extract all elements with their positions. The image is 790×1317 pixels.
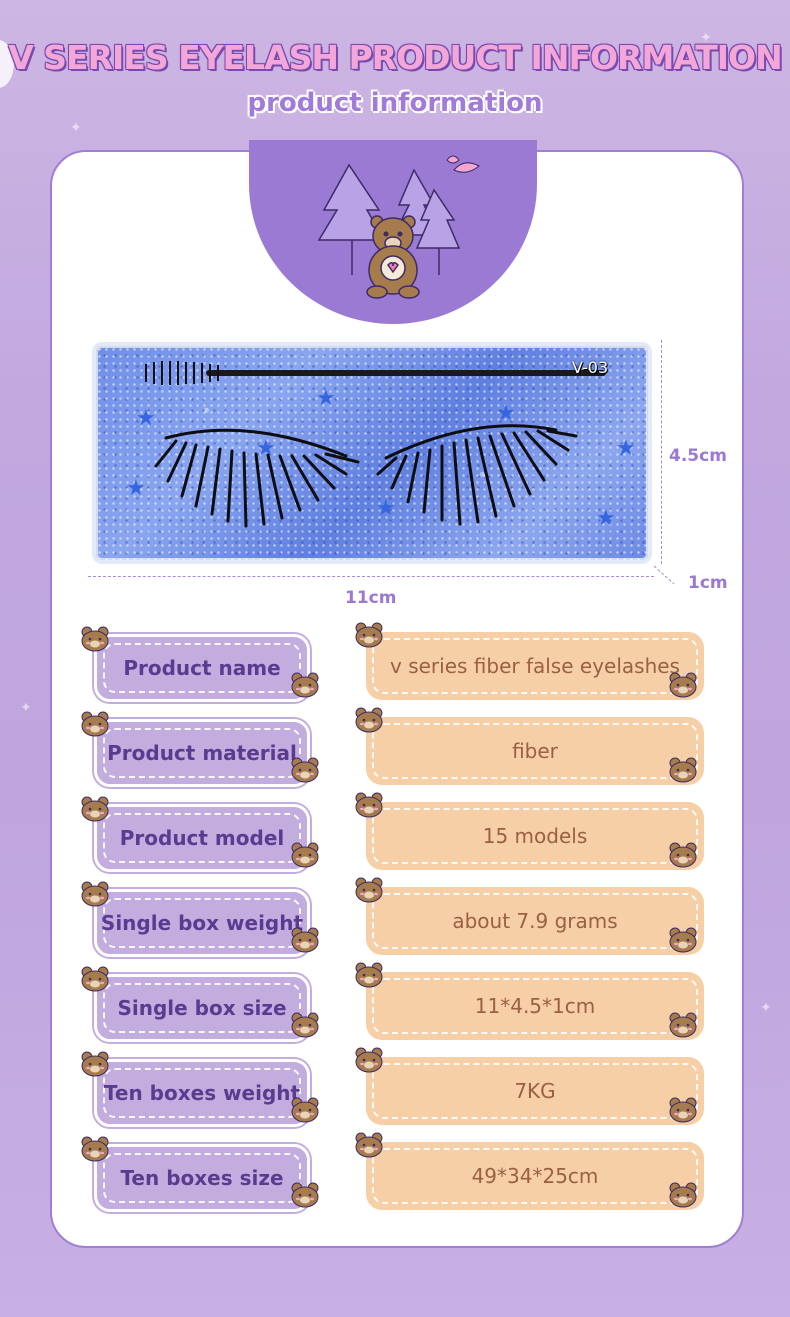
bear-icon xyxy=(668,1097,698,1123)
spec-label-pill: Ten boxes size xyxy=(94,1144,310,1212)
spec-value: v series fiber false eyelashes xyxy=(390,654,680,678)
bear-icon xyxy=(290,927,320,953)
spec-row: Single box size 11*4.5*1cm xyxy=(0,962,790,1044)
bear-icon xyxy=(80,881,110,907)
bear-icon xyxy=(354,1132,384,1158)
spec-value: 7KG xyxy=(514,1079,556,1103)
bear-icon xyxy=(668,757,698,783)
spec-value-pill: 15 models xyxy=(366,802,704,870)
spec-value-pill: 11*4.5*1cm xyxy=(366,972,704,1040)
bear-icon xyxy=(290,1182,320,1208)
spec-label-pill: Single box weight xyxy=(94,889,310,957)
height-label: 4.5cm xyxy=(669,446,727,466)
bear-icon xyxy=(354,622,384,648)
spec-label: Ten boxes size xyxy=(120,1166,284,1190)
spec-row: Product model 15 models xyxy=(0,792,790,874)
spec-label: Ten boxes weight xyxy=(103,1081,301,1105)
depth-label: 1cm xyxy=(688,573,728,593)
sparkle-icon: ✦ xyxy=(700,30,712,46)
spec-value-pill: v series fiber false eyelashes xyxy=(366,632,704,700)
spec-label: Product material xyxy=(107,741,297,765)
spec-label-pill: Product model xyxy=(94,804,310,872)
bear-icon xyxy=(668,1012,698,1038)
width-dimension-line xyxy=(88,576,654,577)
spec-label: Single box size xyxy=(117,996,287,1020)
bear-icon xyxy=(354,707,384,733)
bear-icon xyxy=(354,792,384,818)
spec-value: 49*34*25cm xyxy=(471,1164,599,1188)
star-icon: ★ xyxy=(376,496,396,521)
bear-icon xyxy=(80,1051,110,1077)
spec-label: Single box weight xyxy=(100,911,304,935)
star-icon: ★ xyxy=(256,436,276,461)
star-icon: ★ xyxy=(316,386,336,411)
spec-label: Product model xyxy=(119,826,285,850)
spec-row: Product name v series fiber false eyelash… xyxy=(0,622,790,704)
bear-icon xyxy=(668,927,698,953)
star-icon: ★ xyxy=(616,436,636,461)
moon-decoration xyxy=(0,40,14,88)
spec-label-pill: Ten boxes weight xyxy=(94,1059,310,1127)
bear-icon xyxy=(290,1012,320,1038)
spec-label-pill: Single box size xyxy=(94,974,310,1042)
bear-icon xyxy=(80,966,110,992)
model-label: V-03 xyxy=(572,358,609,377)
spec-value: fiber xyxy=(512,739,558,763)
sparkle-icon: ✦ xyxy=(760,1000,772,1016)
spec-value: about 7.9 grams xyxy=(452,909,618,933)
bear-icon xyxy=(668,1182,698,1208)
bear-icon xyxy=(668,672,698,698)
page-subtitle: product information xyxy=(247,88,543,118)
sparkle-icon: ✦ xyxy=(70,120,82,136)
bear-icon xyxy=(80,711,110,737)
bear-icon xyxy=(80,626,110,652)
bear-icon xyxy=(80,796,110,822)
bear-icon xyxy=(290,757,320,783)
spec-row: Ten boxes size 49*34*25cm xyxy=(0,1132,790,1214)
spec-label: Product name xyxy=(123,656,281,680)
bear-icon xyxy=(290,842,320,868)
bear-icon xyxy=(354,1047,384,1073)
spec-row: Ten boxes weight 7KG xyxy=(0,1047,790,1129)
eyelash-pair xyxy=(145,361,606,528)
bear-icon xyxy=(80,1136,110,1162)
star-icon: ★ xyxy=(496,401,516,426)
page-title: V SERIES EYELASH PRODUCT INFORMATION xyxy=(8,38,782,77)
bear-icon xyxy=(290,672,320,698)
star-icon: ★ xyxy=(126,476,146,501)
star-icon: ★ xyxy=(596,506,616,531)
sparkle-icon: ✦ xyxy=(20,700,32,716)
bear-icon xyxy=(366,215,420,299)
spec-label-pill: Product material xyxy=(94,719,310,787)
bear-icon xyxy=(354,962,384,988)
bear-icon xyxy=(290,1097,320,1123)
spec-value: 11*4.5*1cm xyxy=(474,994,596,1018)
spec-value-pill: 7KG xyxy=(366,1057,704,1125)
spec-value-pill: about 7.9 grams xyxy=(366,887,704,955)
spec-row: Product material fiber xyxy=(0,707,790,789)
mascara-wand-icon xyxy=(145,361,606,385)
bear-forest-illustration xyxy=(317,155,480,299)
product-image: ★ ★ ★ ★ ★ ★ ★ ★ xyxy=(92,342,652,564)
spec-value-pill: 49*34*25cm xyxy=(366,1142,704,1210)
bear-icon xyxy=(668,842,698,868)
spec-value: 15 models xyxy=(482,824,588,848)
depth-dimension-line xyxy=(653,565,675,585)
spec-row: Single box weight about 7.9 grams xyxy=(0,877,790,959)
leaf-icon xyxy=(446,155,480,173)
spec-label-pill: Product name xyxy=(94,634,310,702)
star-icon: ★ xyxy=(136,406,156,431)
width-label: 11cm xyxy=(345,588,397,608)
height-dimension-line xyxy=(661,340,662,564)
bear-icon xyxy=(354,877,384,903)
spec-value-pill: fiber xyxy=(366,717,704,785)
